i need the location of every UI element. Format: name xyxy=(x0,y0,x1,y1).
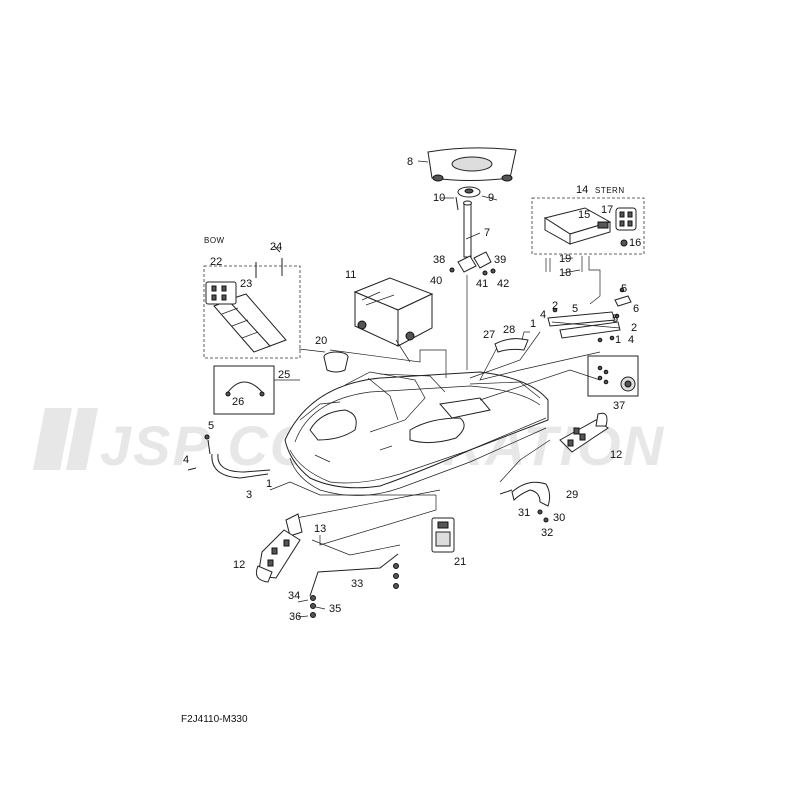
callout-14: 14 xyxy=(576,184,588,196)
callout-15: 15 xyxy=(578,209,590,221)
callout-12-left: 12 xyxy=(233,559,245,571)
callout-30: 30 xyxy=(553,512,565,524)
bracket-plates-17 xyxy=(615,207,637,231)
bracket-kit-box xyxy=(587,355,639,397)
tow-eye-part-12-left xyxy=(255,529,301,583)
callout-38: 38 xyxy=(433,254,445,266)
latch-part-21 xyxy=(431,517,455,553)
bow-ladder-part xyxy=(205,245,287,353)
callout-4-top: 4 xyxy=(540,309,546,321)
callout-4-right: 4 xyxy=(628,334,634,346)
callout-39: 39 xyxy=(494,254,506,266)
callout-28: 28 xyxy=(503,324,515,336)
leader-line xyxy=(319,495,437,546)
callout-42: 42 xyxy=(497,278,509,290)
pole-part-7 xyxy=(463,200,472,258)
cup-holder-part-20 xyxy=(323,351,349,373)
leader-line xyxy=(395,339,411,363)
callout-37: 37 xyxy=(613,400,625,412)
callout-4-left: 4 xyxy=(183,454,189,466)
cooler-part-11 xyxy=(353,277,434,347)
bracket-part-37 xyxy=(597,365,636,392)
callouts: 8 9 10 7 38 39 40 41 42 11 14 STERN 15 1… xyxy=(183,156,641,623)
watermark-logo-mark xyxy=(33,408,98,470)
callout-1-hull: 1 xyxy=(266,478,272,490)
callout-25: 25 xyxy=(278,369,290,381)
callout-3: 3 xyxy=(246,489,252,501)
knob-16 xyxy=(620,239,628,247)
callout-8: 8 xyxy=(407,156,413,168)
cleat-part-27 xyxy=(494,331,530,353)
callout-29: 29 xyxy=(566,489,578,501)
stern-kit-box xyxy=(531,197,645,255)
callout-27: 27 xyxy=(483,329,495,341)
hose-part-3 xyxy=(187,434,271,479)
hose-part-26 xyxy=(225,381,265,397)
bow-label: BOW xyxy=(204,236,225,245)
callout-9: 9 xyxy=(488,192,494,204)
callout-36: 36 xyxy=(289,611,301,623)
callout-35: 35 xyxy=(329,603,341,615)
leader-line xyxy=(499,439,551,483)
callout-12-right: 12 xyxy=(610,449,622,461)
callout-41: 41 xyxy=(476,278,488,290)
callout-32: 32 xyxy=(541,527,553,539)
leader-line xyxy=(469,331,541,379)
hose-kit-box xyxy=(213,365,275,415)
bracket-part-38 xyxy=(449,251,496,276)
bow-kit-box xyxy=(203,265,301,359)
callout-16: 16 xyxy=(629,237,641,249)
leader-line xyxy=(329,349,447,378)
tow-eye-part-12-right xyxy=(559,412,609,453)
callout-20: 20 xyxy=(315,335,327,347)
stern-seat-part-15 xyxy=(543,207,612,245)
callout-23: 23 xyxy=(240,278,252,290)
callout-13: 13 xyxy=(314,523,326,535)
diagram-code: F2J4110-M330 xyxy=(181,714,248,725)
callout-26: 26 xyxy=(232,396,244,408)
callout-7: 7 xyxy=(484,227,490,239)
callout-18: 18 xyxy=(559,267,571,279)
callout-1-right: 1 xyxy=(615,334,621,346)
boat-hull xyxy=(284,371,549,496)
callout-34: 34 xyxy=(288,590,300,602)
rail-part-33 xyxy=(309,553,399,618)
callout-21: 21 xyxy=(454,556,466,568)
leader-line xyxy=(269,481,436,496)
callout-1-left: 1 xyxy=(530,318,536,330)
stern-label: STERN xyxy=(595,186,625,195)
leader-line xyxy=(479,341,601,381)
hatch-cover-part xyxy=(427,147,517,182)
callout-24: 24 xyxy=(270,241,282,253)
callout-22: 22 xyxy=(210,256,222,268)
screw-10 xyxy=(455,196,459,211)
callout-10: 10 xyxy=(433,192,445,204)
callout-33: 33 xyxy=(351,578,363,590)
callout-5-top: 5 xyxy=(621,283,627,295)
callout-leaders xyxy=(298,160,581,353)
grab-handle-part-29 xyxy=(499,481,551,523)
callout-5-left: 5 xyxy=(208,420,214,432)
callout-leaders xyxy=(274,379,326,618)
fitting-part-9 xyxy=(457,186,481,198)
stern-rail-part xyxy=(547,307,621,343)
callout-11: 11 xyxy=(345,269,356,281)
leader-line xyxy=(285,489,441,521)
leader-line xyxy=(588,256,601,305)
callout-5-mid: 5 xyxy=(572,303,578,315)
leader-line xyxy=(311,539,401,556)
callout-2-right: 2 xyxy=(631,322,637,334)
clip-part-6 xyxy=(614,287,632,307)
callout-6: 6 xyxy=(633,303,639,315)
leader-line xyxy=(479,369,601,401)
callout-2-top: 2 xyxy=(552,300,558,312)
bracket-part-13 xyxy=(285,513,303,537)
callout-31: 31 xyxy=(518,507,530,519)
bolts-18-19 xyxy=(545,256,583,272)
callout-40: 40 xyxy=(430,275,442,287)
callout-17: 17 xyxy=(601,204,613,216)
callout-5-right: 5 xyxy=(612,313,618,325)
